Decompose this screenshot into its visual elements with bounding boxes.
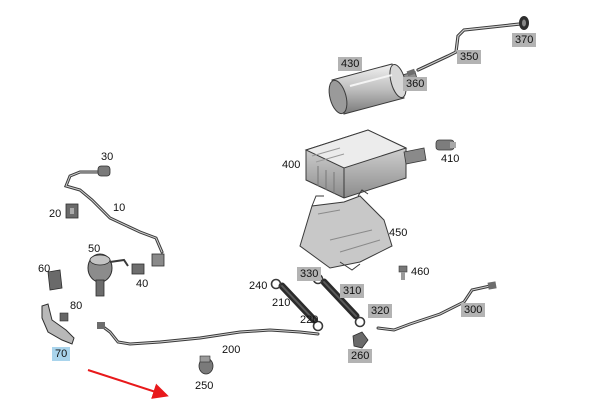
label-310[interactable]: 310 <box>340 284 365 298</box>
label-450[interactable]: 450 <box>389 227 408 239</box>
label-40[interactable]: 40 <box>136 278 149 290</box>
label-430[interactable]: 430 <box>338 57 363 71</box>
label-240[interactable]: 240 <box>249 280 268 292</box>
part-60-clip <box>47 269 63 291</box>
label-60[interactable]: 60 <box>38 263 51 275</box>
label-260[interactable]: 260 <box>348 349 373 363</box>
part-260-fitting <box>352 331 369 349</box>
part-350-line <box>416 22 522 72</box>
part-460-bolt <box>398 265 408 280</box>
part-360-clip <box>406 68 416 77</box>
part-20-clip <box>65 203 79 219</box>
label-10[interactable]: 10 <box>113 202 126 214</box>
label-70[interactable]: 70 <box>52 347 71 361</box>
part-50-pump <box>87 253 129 297</box>
label-30[interactable]: 30 <box>101 151 114 163</box>
label-210[interactable]: 210 <box>272 297 291 309</box>
part-250-valve <box>198 355 214 375</box>
part-300-line <box>376 281 497 332</box>
label-80[interactable]: 80 <box>70 300 83 312</box>
pointer-arrow <box>87 369 169 399</box>
label-460[interactable]: 460 <box>411 266 430 278</box>
part-220-clamp <box>312 320 324 332</box>
part-410-connector <box>435 139 456 151</box>
part-240-clamp <box>270 278 282 290</box>
part-430-filter <box>328 63 418 115</box>
label-410[interactable]: 410 <box>441 153 460 165</box>
part-30-cap <box>97 165 111 177</box>
label-300[interactable]: 300 <box>461 303 486 317</box>
part-10-line <box>63 170 164 254</box>
label-220[interactable]: 220 <box>300 314 319 326</box>
label-250[interactable]: 250 <box>195 380 214 392</box>
part-40-clip <box>131 253 165 275</box>
part-400-canister <box>304 129 427 199</box>
part-370-grommet <box>519 16 529 30</box>
part-210-hose <box>278 282 318 324</box>
part-310-hose <box>320 278 360 320</box>
part-320-clamp <box>354 316 366 328</box>
label-350[interactable]: 350 <box>457 50 482 64</box>
label-200[interactable]: 200 <box>222 344 241 356</box>
label-50[interactable]: 50 <box>88 243 101 255</box>
label-330[interactable]: 330 <box>297 267 322 281</box>
label-20[interactable]: 20 <box>49 208 62 220</box>
part-70-bracket <box>41 303 75 345</box>
label-360[interactable]: 360 <box>403 77 428 91</box>
label-370[interactable]: 370 <box>512 33 537 47</box>
part-80-screw <box>59 312 69 322</box>
label-400[interactable]: 400 <box>282 159 301 171</box>
part-450-bracket <box>299 189 393 271</box>
label-320[interactable]: 320 <box>368 304 393 318</box>
part-200-line <box>97 322 320 346</box>
